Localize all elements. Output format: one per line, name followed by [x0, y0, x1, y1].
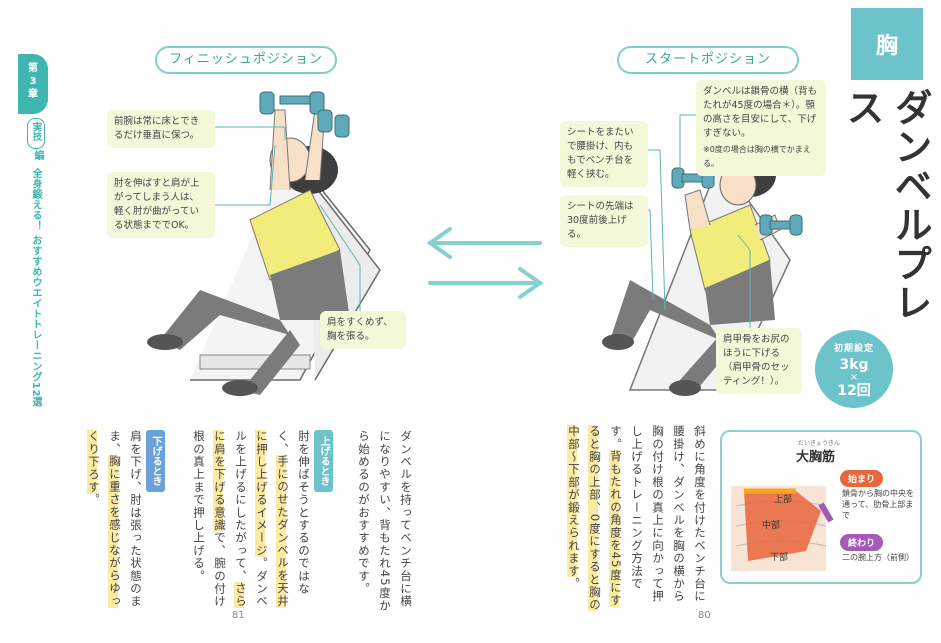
lower-text-a: 肩を下げ、肘は張った状態のまま、 — [108, 430, 143, 608]
leader-lines-right — [648, 114, 751, 328]
jitsu-hen: 編 — [32, 150, 43, 160]
chapter-number: 3 — [29, 76, 37, 87]
note-straddle-seat: シートをまたいで腰掛け、内ももでベンチ台を軽く挟む。 — [560, 121, 648, 187]
raise-text-a: 肘を伸ばそうとするのではなく、 — [276, 430, 311, 596]
note-forearm: 前腕は常に床とできるだけ垂直に保つ。 — [107, 110, 215, 148]
chapter-label-2: 章 — [28, 89, 38, 100]
chapter-label-1: 第 — [28, 63, 38, 74]
note-shoulders: 肩をすくめず、胸を張る。 — [320, 311, 406, 349]
right-body-a: 斜めに角度を付けたベンチ台に腰掛け、ダンベルを胸の横から胸の付け根の真上に向かっ… — [609, 425, 707, 603]
lower-text-b: 。 — [87, 493, 101, 507]
end-text: 二の腕上方（前側） — [842, 553, 914, 562]
right-page-number: 80 — [698, 610, 711, 621]
exercise-title: インクラインダンベルプレス — [840, 88, 941, 322]
right-body-text: 斜めに角度を付けたベンチ台に腰掛け、ダンベルを胸の横から胸の付け根の真上に向かっ… — [562, 425, 710, 615]
start-position-heading: スタートポジション — [617, 46, 799, 74]
start-text: 鎖骨から胸の中央を通って、肋骨上部まで — [842, 489, 914, 520]
badge-times: × — [849, 372, 859, 383]
raise-text: 肘を伸ばそうとするのではなく、手にのせたダンベルを天井に押し上げるイメージ。ダン… — [188, 430, 314, 620]
badge-reps: 12回 — [837, 383, 871, 399]
category-box: 胸 — [851, 8, 923, 80]
left-intro-text: ダンベルを持ってベンチ台に横になりやすい、背もたれ45度から始めるのがおすすめで… — [357, 430, 413, 613]
muscle-ruby: だいきょうきん — [798, 440, 841, 447]
badge-weight: 3kg — [839, 357, 869, 373]
finish-position-heading: フィニッシュポジション — [155, 46, 337, 74]
badge-label: 初期設定 — [833, 344, 874, 354]
note-footnote: ※0度の場合は胸の横でかまえる。 — [703, 145, 811, 168]
raise-tag: 上げるとき — [314, 430, 333, 492]
muscle-name: 大胸筋 — [796, 450, 836, 465]
muscle-card: だいきょうきん 大胸筋 上部 中部 下部 始まり 鎖骨から胸の中央を通って、肋骨… — [720, 430, 922, 584]
start-label: 始まり — [840, 470, 884, 487]
lower-highlight: 胸に重さを感じながらゆっくり下ろす — [87, 430, 122, 608]
chapter-tab: 第 3 章 — [18, 54, 48, 114]
lower-text: 肩を下げ、肘は張った状態のまま、胸に重さを感じながらゆっくり下ろす。 — [80, 430, 146, 620]
note-dumbbell-position: ダンベルは鎖骨の横（背もたれが45度の場合＊）。顎の高さを目安にして、下げすぎな… — [696, 80, 826, 176]
note-dumbbell-text: ダンベルは鎖骨の横（背もたれが45度の場合＊）。顎の高さを目安にして、下げすぎな… — [703, 86, 818, 139]
direction-arrows — [426, 227, 544, 299]
lower-tag: 下げるとき — [146, 430, 165, 492]
initial-setting-badge: 初期設定 3kg × 12回 — [815, 330, 893, 408]
jitsu-label: 実技 — [30, 122, 42, 141]
pectoralis-diagram — [731, 486, 834, 571]
start-position-illustration — [602, 153, 803, 396]
leader-lines-left — [215, 126, 361, 311]
side-subtitle: 全身鍛える！ おすすめウエイトトレーニング12選 — [30, 168, 41, 408]
note-seat-angle: シートの先端は30度前後上げる。 — [560, 195, 648, 247]
raise-tag-label: 上げるとき — [314, 430, 333, 492]
muscle-upper-label: 上部 — [774, 495, 793, 505]
muscle-lower-label: 下部 — [770, 553, 789, 563]
end-label: 終わり — [840, 534, 884, 551]
category-label: 胸 — [875, 34, 898, 59]
note-shoulder-blades: 肩甲骨をお尻のほうに下げる（肩甲骨のセッティング！）。 — [716, 328, 802, 394]
raise-text-c: で、腕の付け根の真上まで押し上げる。 — [192, 430, 227, 608]
lower-tag-label: 下げるとき — [146, 430, 165, 492]
raise-text-b: 。ダンベルを上げるにしたがって、 — [234, 430, 269, 608]
right-body-b: 。 — [567, 577, 581, 591]
left-page-number: 81 — [232, 610, 245, 621]
jitsu-badge: 実技 — [27, 118, 45, 149]
note-elbow: 肘を伸ばすと肩が上がってしまう人は、軽く肘が曲がっている状態まででOK。 — [107, 172, 215, 238]
muscle-middle-label: 中部 — [762, 521, 781, 531]
